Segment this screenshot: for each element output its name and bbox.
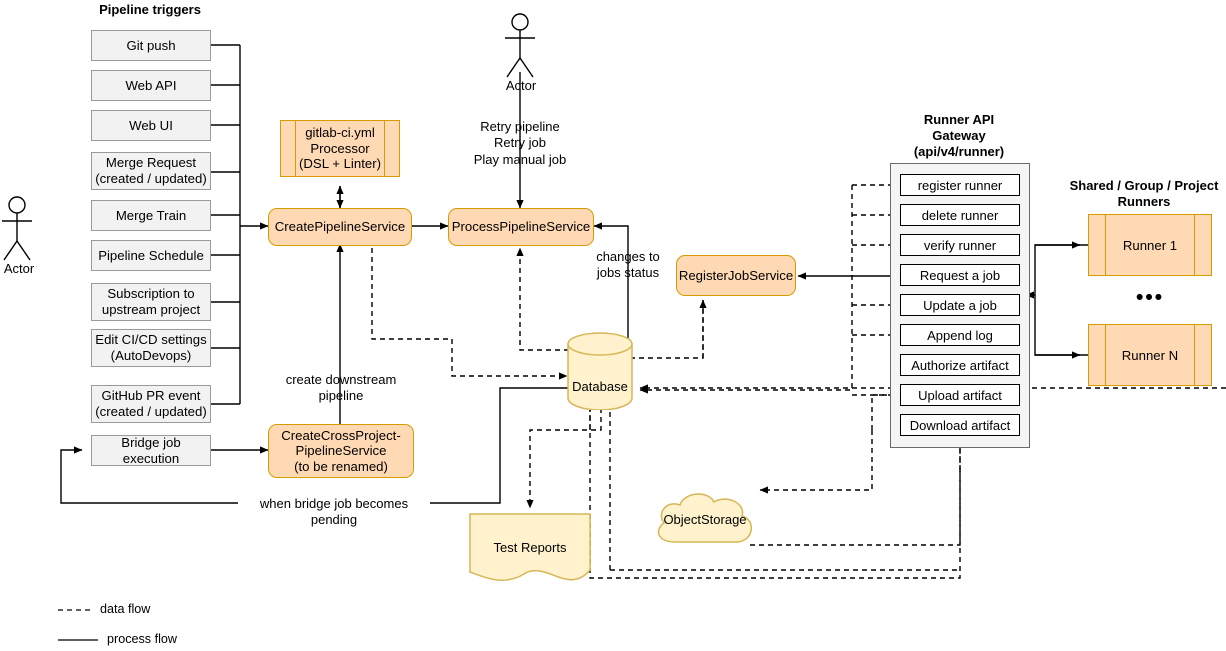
legend-data-flow-label: data flow bbox=[100, 602, 151, 616]
api-item-label: Download artifact bbox=[909, 417, 1011, 433]
runner-1: Runner 1 bbox=[1088, 214, 1212, 276]
pipeline-triggers-heading: Pipeline triggers bbox=[99, 2, 201, 17]
runner-label: Runner N bbox=[1121, 347, 1179, 363]
create-pipeline-service: CreatePipelineService bbox=[268, 208, 412, 246]
trigger-bridge-job-execution: Bridge job execution bbox=[91, 435, 211, 466]
runner-label: Runner 1 bbox=[1122, 237, 1178, 253]
database-label: Database bbox=[572, 379, 628, 394]
service-label: ProcessPipelineService bbox=[451, 219, 591, 235]
actor-top-label: Actor bbox=[505, 78, 537, 93]
api-item-label: Update a job bbox=[923, 297, 997, 313]
legend-process-flow-label: process flow bbox=[107, 632, 177, 646]
object-storage-cloud: ObjectStorage bbox=[650, 490, 760, 556]
trigger-label: Git push bbox=[126, 37, 176, 53]
api-item-append-log[interactable]: Append log bbox=[900, 324, 1020, 346]
trigger-edit-cicd-settings: Edit CI/CD settings (AutoDevops) bbox=[91, 329, 211, 367]
api-item-verify-runner[interactable]: verify runner bbox=[900, 234, 1020, 256]
component-label: gitlab-ci.yml Processor (DSL + Linter) bbox=[299, 124, 381, 172]
api-item-update-a-job[interactable]: Update a job bbox=[900, 294, 1020, 316]
trigger-merge-request: Merge Request (created / updated) bbox=[91, 152, 211, 190]
trigger-git-push: Git push bbox=[91, 30, 211, 61]
api-item-label: Append log bbox=[927, 327, 993, 343]
api-item-delete-runner[interactable]: delete runner bbox=[900, 204, 1020, 226]
trigger-web-ui: Web UI bbox=[91, 110, 211, 141]
trigger-github-pr-event: GitHub PR event (created / updated) bbox=[91, 385, 211, 423]
database-cylinder: Database bbox=[566, 332, 634, 411]
api-item-authorize-artifact[interactable]: Authorize artifact bbox=[900, 354, 1020, 376]
object-storage-label: ObjectStorage bbox=[663, 512, 747, 527]
retry-label: Retry pipeline Retry job Play manual job bbox=[473, 119, 567, 167]
trigger-label: Web UI bbox=[129, 117, 173, 133]
runners-ellipsis: ••• bbox=[1136, 286, 1165, 309]
register-job-service: RegisterJobService bbox=[676, 255, 796, 296]
api-item-label: verify runner bbox=[923, 237, 997, 253]
bridge-pending-label: when bridge job becomes pending bbox=[238, 496, 430, 529]
api-item-register-runner[interactable]: register runner bbox=[900, 174, 1020, 196]
api-item-label: Upload artifact bbox=[918, 387, 1002, 403]
trigger-label: Web API bbox=[125, 77, 177, 93]
api-item-label: register runner bbox=[917, 177, 1003, 193]
trigger-label: Subscription to upstream project bbox=[101, 286, 201, 317]
api-item-download-artifact[interactable]: Download artifact bbox=[900, 414, 1020, 436]
runners-group-heading: Shared / Group / Project Runners bbox=[1069, 178, 1219, 209]
trigger-label: Edit CI/CD settings (AutoDevops) bbox=[95, 332, 207, 363]
trigger-label: Bridge job execution bbox=[121, 434, 181, 466]
actor-left-label: Actor bbox=[3, 261, 35, 276]
trigger-label: Merge Train bbox=[115, 207, 187, 223]
test-reports-label: Test Reports bbox=[493, 540, 567, 555]
trigger-pipeline-schedule: Pipeline Schedule bbox=[91, 240, 211, 271]
trigger-label: GitHub PR event (created / updated) bbox=[95, 388, 207, 419]
runner-api-gateway-heading: Runner API Gateway (api/v4/runner) bbox=[913, 112, 1005, 159]
create-downstream-pipeline-label: create downstream pipeline bbox=[285, 372, 397, 404]
service-label: CreatePipelineService bbox=[274, 219, 406, 235]
actor-top: Actor bbox=[500, 12, 542, 93]
changes-to-jobs-status-label: changes to jobs status bbox=[596, 249, 660, 281]
trigger-subscription-upstream: Subscription to upstream project bbox=[91, 283, 211, 321]
actor-left: Actor bbox=[0, 195, 40, 276]
create-cross-project-pipeline-service: CreateCrossProject- PipelineService (to … bbox=[268, 424, 414, 478]
api-item-label: Request a job bbox=[919, 267, 1001, 283]
trigger-merge-train: Merge Train bbox=[91, 200, 211, 231]
api-item-request-a-job[interactable]: Request a job bbox=[900, 264, 1020, 286]
service-label: CreateCrossProject- PipelineService (to … bbox=[281, 427, 401, 474]
api-item-label: Authorize artifact bbox=[911, 357, 1009, 373]
service-label: RegisterJobService bbox=[678, 267, 794, 283]
gitlab-ci-yml-processor: gitlab-ci.yml Processor (DSL + Linter) bbox=[280, 120, 400, 177]
api-item-label: delete runner bbox=[921, 207, 999, 223]
trigger-web-api: Web API bbox=[91, 70, 211, 101]
runner-n: Runner N bbox=[1088, 324, 1212, 386]
trigger-label: Merge Request (created / updated) bbox=[95, 155, 207, 186]
trigger-label: Pipeline Schedule bbox=[98, 247, 204, 263]
process-pipeline-service: ProcessPipelineService bbox=[448, 208, 594, 246]
test-reports-document: Test Reports bbox=[468, 512, 592, 584]
api-item-upload-artifact[interactable]: Upload artifact bbox=[900, 384, 1020, 406]
